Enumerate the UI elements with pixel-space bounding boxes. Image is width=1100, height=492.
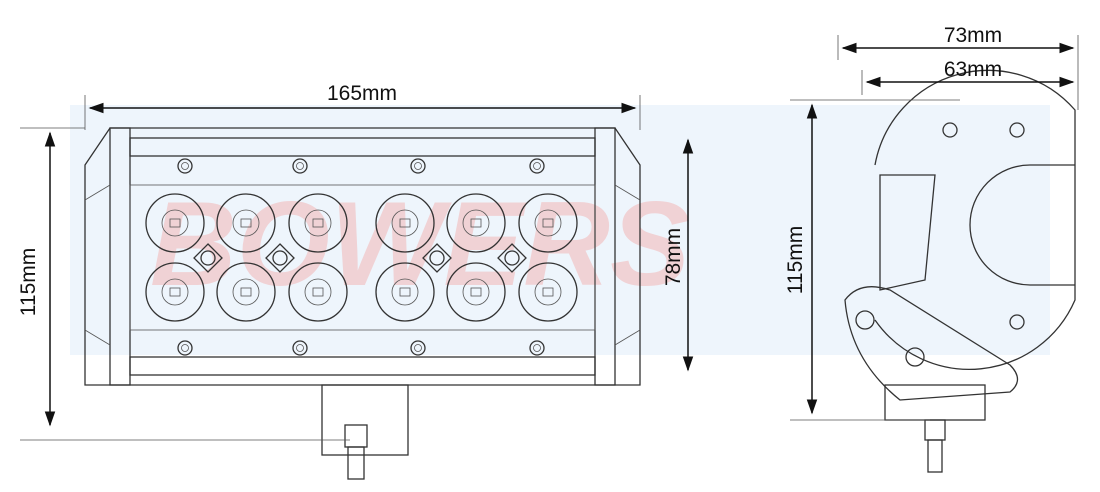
screw-head <box>181 344 189 352</box>
screw-head <box>414 344 422 352</box>
screw-head <box>414 162 422 170</box>
diamond-bolt <box>272 250 288 266</box>
led-lens <box>304 209 332 237</box>
side-bolt-2 <box>1009 122 1025 138</box>
led-lens <box>232 209 260 237</box>
screw-icon <box>292 340 308 356</box>
led-reflector <box>288 262 348 322</box>
screw-icon <box>177 340 193 356</box>
diamond-mount <box>497 243 527 273</box>
side-base <box>884 384 986 421</box>
top-rail <box>129 137 596 157</box>
pivot-bolt <box>855 310 875 330</box>
side-bracket <box>844 286 1019 401</box>
diamond-bolt <box>200 250 216 266</box>
led-reflector <box>446 262 506 322</box>
side-view <box>844 69 1076 473</box>
diamond-mount <box>422 243 452 273</box>
housing-fins <box>84 184 641 346</box>
led-chip <box>470 287 482 297</box>
led-reflector <box>375 262 435 322</box>
led-lens <box>462 209 490 237</box>
side-bolt-1 <box>942 122 958 138</box>
side-height-label: 115mm <box>784 226 807 294</box>
led-lens <box>462 278 490 306</box>
led-chip <box>240 218 252 228</box>
led-chip <box>169 218 181 228</box>
screw-icon <box>292 158 308 174</box>
led-reflector <box>145 193 205 253</box>
led-lens <box>534 278 562 306</box>
led-lens <box>391 278 419 306</box>
diamond-mount <box>265 243 295 273</box>
led-chip <box>399 287 411 297</box>
led-chip <box>312 287 324 297</box>
led-reflector <box>518 262 578 322</box>
led-lens <box>232 278 260 306</box>
diamond-mount <box>193 243 223 273</box>
mount-bracket <box>321 384 409 456</box>
led-lens <box>304 278 332 306</box>
diamond-bolt <box>429 250 445 266</box>
bottom-rail <box>129 356 596 376</box>
side-nut <box>924 419 946 441</box>
pivot-bolt-2 <box>905 347 925 367</box>
side-bolt <box>927 439 943 473</box>
led-reflector <box>216 193 276 253</box>
watermark-text: BOWERS <box>150 177 690 311</box>
led-chip <box>169 287 181 297</box>
led-lens <box>161 278 189 306</box>
lens-height-label: 78mm <box>662 228 685 286</box>
screw-icon <box>410 158 426 174</box>
led-reflector <box>446 193 506 253</box>
depth-outer-label: 73mm <box>944 24 1002 47</box>
led-lens <box>161 209 189 237</box>
heatsink-fins <box>879 174 936 291</box>
lens-panel <box>129 184 596 331</box>
dimension-lines: 165mm 115mm 78mm 115mm 73mm 63mm <box>17 24 1079 441</box>
side-bolt-3 <box>1009 314 1025 330</box>
width-label: 165mm <box>327 82 397 105</box>
screw-icon <box>410 340 426 356</box>
led-chip <box>399 218 411 228</box>
screw-icon <box>529 340 545 356</box>
led-chip <box>312 218 324 228</box>
led-chip <box>240 287 252 297</box>
screw-head <box>181 162 189 170</box>
led-chip <box>470 218 482 228</box>
screw-head <box>533 162 541 170</box>
led-reflector <box>288 193 348 253</box>
led-reflector <box>518 193 578 253</box>
front-height-label: 115mm <box>17 248 40 316</box>
screw-head <box>533 344 541 352</box>
led-chip <box>542 287 554 297</box>
side-housing-outline <box>874 69 1076 370</box>
led-lens <box>534 209 562 237</box>
side-cutout <box>969 164 1075 286</box>
led-reflector <box>375 193 435 253</box>
led-reflector <box>145 262 205 322</box>
watermark-logo: BOWERS <box>70 105 1050 355</box>
led-reflector <box>216 262 276 322</box>
led-lens <box>391 209 419 237</box>
led-chip <box>542 218 554 228</box>
front-view <box>84 127 641 480</box>
screw-icon <box>529 158 545 174</box>
screw-icon <box>177 158 193 174</box>
screw-head <box>296 162 304 170</box>
depth-inner-label: 63mm <box>944 58 1002 81</box>
diamond-bolt <box>504 250 520 266</box>
bracket-nut <box>344 424 368 448</box>
bracket-bolt <box>347 446 365 480</box>
screw-head <box>296 344 304 352</box>
